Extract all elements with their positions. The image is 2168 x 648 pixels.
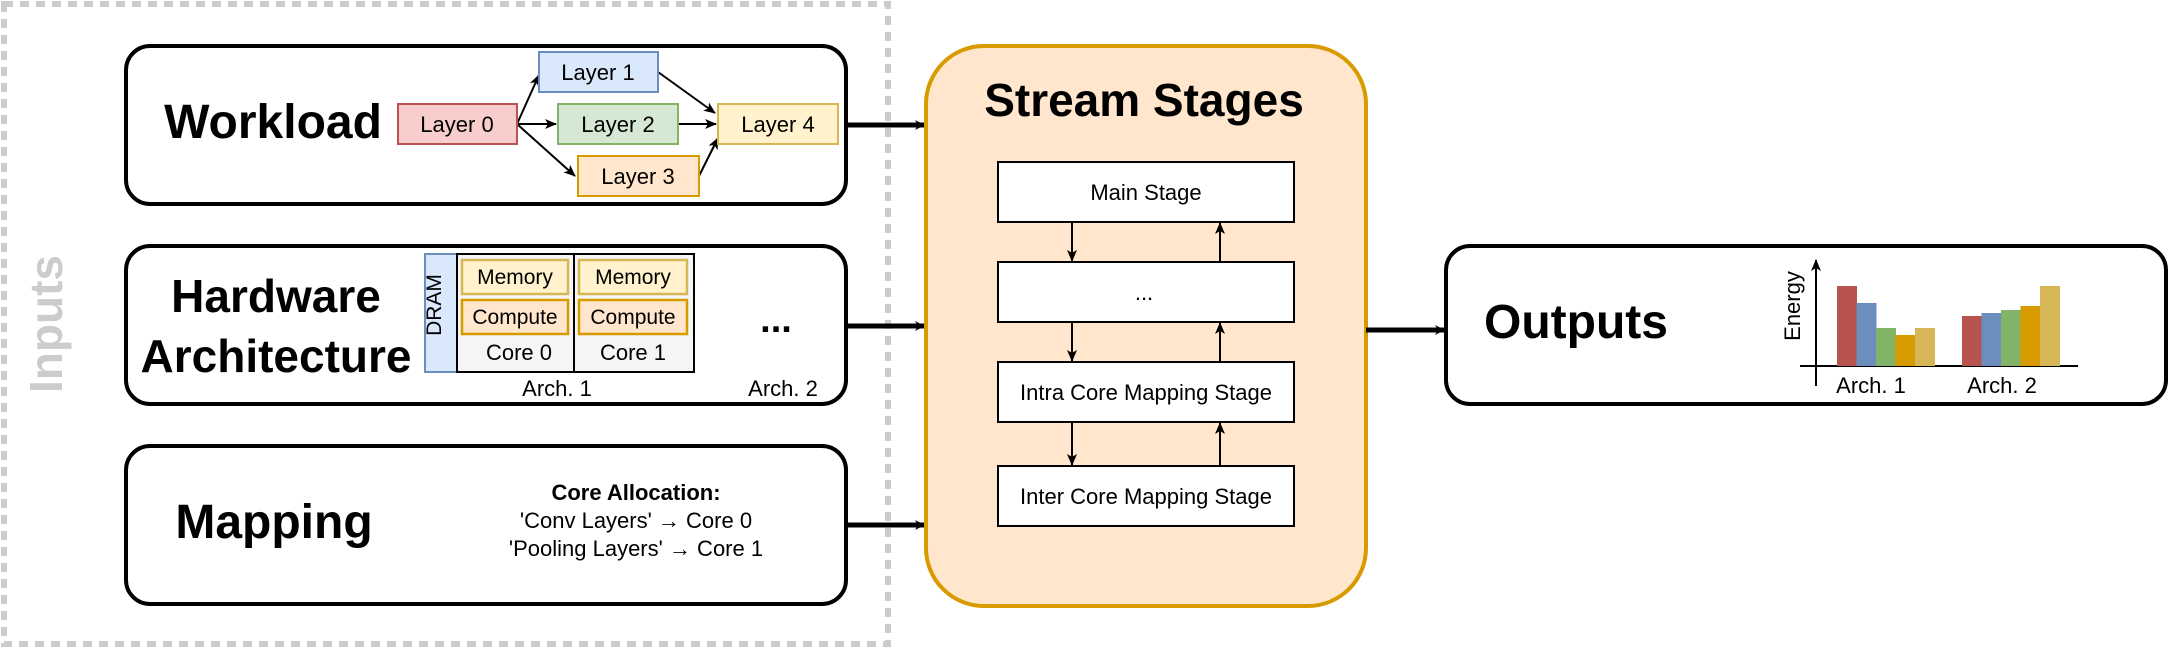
inputs-label: Inputs <box>20 255 72 393</box>
core-0-compute-label: Compute <box>472 306 557 329</box>
chart-bar-2-2 <box>1981 313 2002 366</box>
stage-ellipsis: ... <box>997 261 1295 323</box>
layer-4-node: Layer 4 <box>717 103 839 145</box>
stream-stages-title: Stream Stages <box>984 74 1304 126</box>
arch-1-label: Arch. 1 <box>522 376 592 401</box>
arch-2-label: Arch. 2 <box>748 376 818 401</box>
stage-intra-core: Intra Core Mapping Stage <box>997 361 1295 423</box>
chart-ylabel: Energy <box>1780 271 1805 341</box>
stage-inter-core-label: Inter Core Mapping Stage <box>1020 484 1272 509</box>
chart-bars <box>1837 286 2060 366</box>
layer-2-label: Layer 2 <box>581 112 654 137</box>
layer-4-label: Layer 4 <box>741 112 814 137</box>
chart-bar-2-3 <box>2001 310 2021 366</box>
stage-inter-core: Inter Core Mapping Stage <box>997 465 1295 527</box>
arch-ellipsis: ... <box>760 299 792 341</box>
mapping-title: Mapping <box>175 496 372 549</box>
workload-edges <box>516 71 719 177</box>
core-1-compute <box>577 298 689 336</box>
core-1-memory <box>577 258 689 296</box>
layer-1-label: Layer 1 <box>561 60 634 85</box>
core-0-memory-label: Memory <box>477 266 553 289</box>
chart-bar-1-3 <box>1876 328 1896 366</box>
workload-title: Workload <box>164 96 382 149</box>
core-0-compute <box>460 298 570 336</box>
core-0: Memory Compute Core 0 <box>456 253 575 373</box>
chart-bar-2-5 <box>2040 286 2060 366</box>
chart-bar-1-2 <box>1856 303 1877 366</box>
mapping-rule-1: 'Conv Layers' → Core 0 <box>520 508 752 533</box>
chart-bar-2-4 <box>2020 306 2041 366</box>
layer-3-node: Layer 3 <box>577 155 700 197</box>
chart-bar-2-1 <box>1962 316 1982 366</box>
dram-label: DRAM <box>423 274 446 336</box>
core-1: Memory Compute Core 1 <box>573 253 695 373</box>
chart-bar-1-1 <box>1837 286 1857 366</box>
mapping-heading: Core Allocation: <box>551 480 720 505</box>
dram-block: DRAM <box>423 253 458 373</box>
input-arrows <box>846 120 925 530</box>
energy-chart: Energy Arch. 1 Arch. 2 <box>1780 259 2078 398</box>
core-0-label: Core 0 <box>486 340 552 365</box>
chart-bar-1-5 <box>1915 328 1935 366</box>
chart-bar-1-4 <box>1895 335 1916 366</box>
stage-intra-core-label: Intra Core Mapping Stage <box>1020 380 1272 405</box>
core-1-memory-label: Memory <box>595 266 671 289</box>
stage-flow-arrows <box>1067 222 1225 466</box>
hardware-title-line1: Hardware <box>171 270 381 322</box>
hardware-title-line2: Architecture <box>141 330 412 382</box>
mapping-rule-2: 'Pooling Layers' → Core 1 <box>509 536 763 561</box>
stage-ellipsis-label: ... <box>1135 280 1153 305</box>
stage-main: Main Stage <box>997 161 1295 223</box>
stage-main-label: Main Stage <box>1090 180 1201 205</box>
layer-2-node: Layer 2 <box>557 103 679 145</box>
outputs-title: Outputs <box>1484 296 1668 349</box>
core-1-compute-label: Compute <box>590 306 675 329</box>
chart-category-arch-2: Arch. 2 <box>1967 373 2037 398</box>
layer-3-label: Layer 3 <box>601 164 674 189</box>
layer-0-label: Layer 0 <box>420 112 493 137</box>
chart-category-arch-1: Arch. 1 <box>1836 373 1906 398</box>
core-1-label: Core 1 <box>600 340 666 365</box>
layer-0-node: Layer 0 <box>397 103 518 145</box>
core-0-memory <box>460 258 570 296</box>
layer-1-node: Layer 1 <box>538 51 659 93</box>
